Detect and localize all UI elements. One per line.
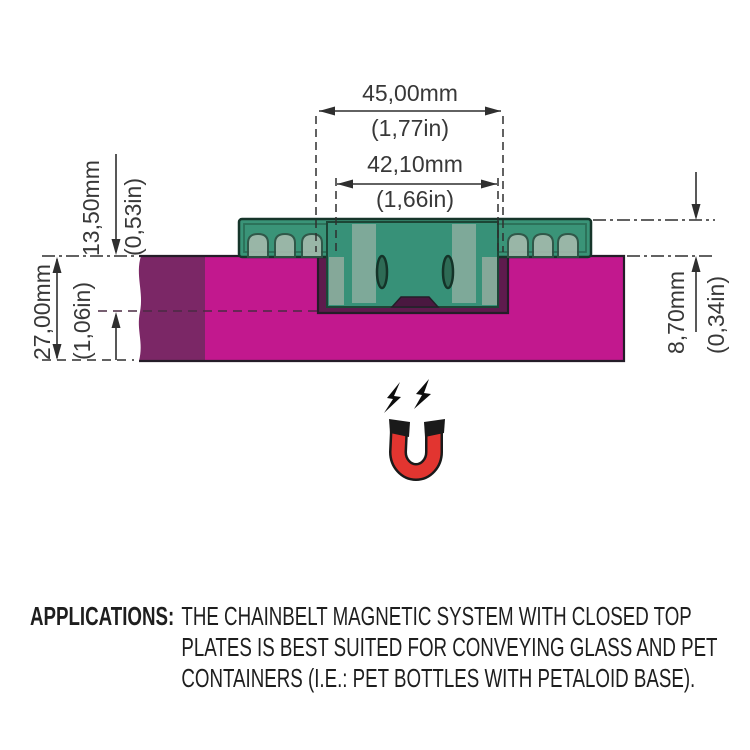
clip-icon xyxy=(274,232,296,258)
magnet-body xyxy=(391,429,441,479)
dim-top-width-in: (1,77in) xyxy=(371,115,449,141)
magnet-pole-left xyxy=(389,419,410,437)
applications-label: APPLICATIONS: xyxy=(30,601,175,631)
clip-icon xyxy=(247,232,269,258)
applications-caption: APPLICATIONS: THE CHAINBELT MAGNETIC SYS… xyxy=(30,601,717,694)
spring-clips xyxy=(247,232,579,258)
magnet-pole-right xyxy=(424,419,445,437)
applications-line: THE CHAINBELT MAGNETIC SYSTEM WITH CLOSE… xyxy=(181,601,692,631)
magnetic-field-bolts-icon xyxy=(384,379,431,413)
dim-plate-height-mm: 8,70mm xyxy=(663,271,689,354)
dimension-labels: 45,00mm (1,77in) 42,10mm (1,66in) 13,50m… xyxy=(29,80,729,360)
dim-insert-depth-in: (0,53in) xyxy=(120,178,146,256)
technical-drawing: 45,00mm (1,77in) 42,10mm (1,66in) 13,50m… xyxy=(29,80,729,481)
belt-break-shadow xyxy=(138,256,205,361)
insert-wall-left xyxy=(329,257,344,305)
clip-icon xyxy=(532,232,554,258)
insert-slot-right xyxy=(441,254,455,290)
dimension-lines xyxy=(52,106,701,360)
belt-body xyxy=(205,256,624,361)
clip-icon xyxy=(557,232,579,258)
dim-insert-depth-mm: 13,50mm xyxy=(78,160,104,256)
dim-inner-width-mm: 42,10mm xyxy=(367,151,463,177)
dim-plate-height-in: (0,34in) xyxy=(703,276,729,354)
clip-icon xyxy=(507,232,529,258)
dim-belt-thickness-in: (1,06in) xyxy=(69,282,95,360)
extension-lines xyxy=(42,116,715,361)
insert-bottom-notch xyxy=(390,296,440,308)
horseshoe-magnet-icon xyxy=(384,379,445,481)
insert-shade-right xyxy=(452,224,476,303)
dim-inner-width-in: (1,66in) xyxy=(376,186,454,212)
dim-belt-thickness-mm: 27,00mm xyxy=(29,264,55,360)
applications-line: CONTAINERS (I.E.: PET BOTTLES WITH PETAL… xyxy=(181,663,696,693)
applications-text: THE CHAINBELT MAGNETIC SYSTEM WITH CLOSE… xyxy=(181,601,717,694)
insert-shade-left xyxy=(352,224,376,303)
dim-top-width-mm: 45,00mm xyxy=(362,80,458,106)
belt-outline xyxy=(139,254,626,363)
applications-line: PLATES IS BEST SUITED FOR CONVEYING GLAS… xyxy=(181,632,718,662)
clip-icon xyxy=(301,232,323,258)
insert-wall-right xyxy=(482,257,497,305)
insert-slot-left xyxy=(375,254,389,290)
